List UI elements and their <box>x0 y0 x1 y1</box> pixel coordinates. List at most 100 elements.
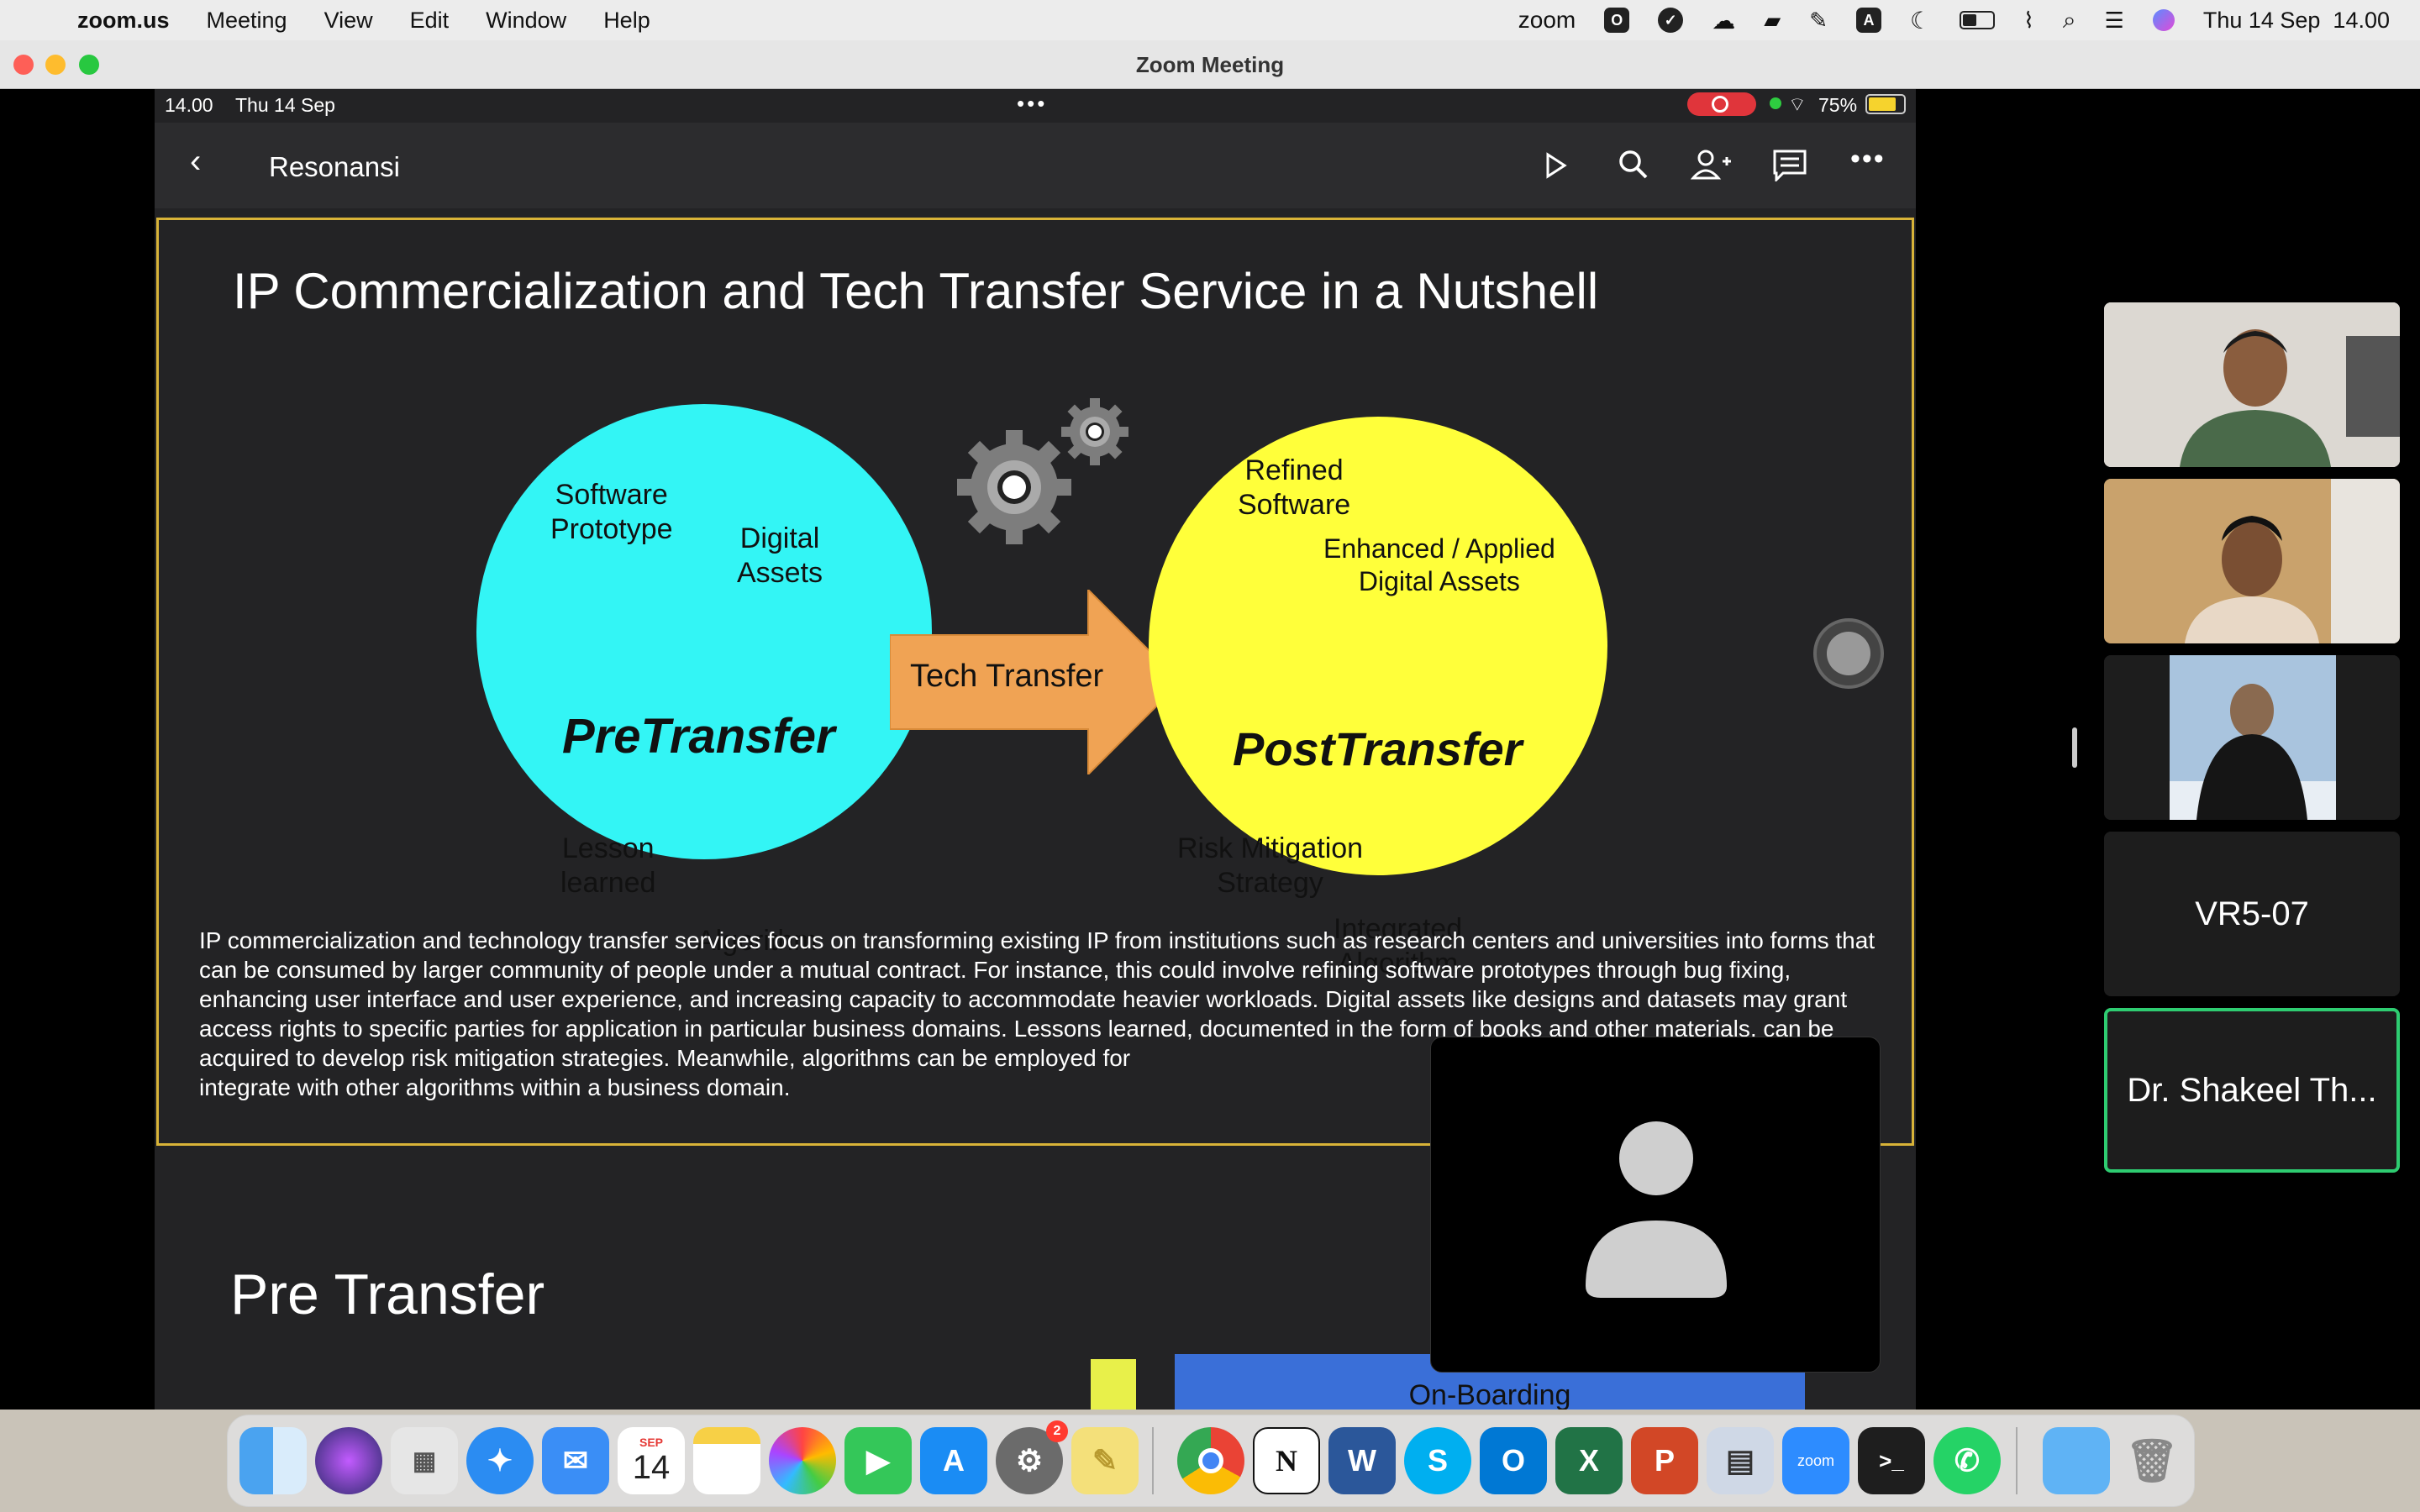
word-icon[interactable]: W <box>1328 1427 1396 1494</box>
participant-tile-vr5[interactable]: VR5-07 <box>2104 832 2400 996</box>
post-item-risk-mitigation: Risk Mitigation Strategy <box>1177 832 1364 900</box>
menu-view[interactable]: View <box>324 7 373 33</box>
self-view-video[interactable] <box>1430 1037 1881 1373</box>
participant-photo <box>2104 655 2400 820</box>
powerpoint-icon[interactable]: P <box>1631 1427 1698 1494</box>
pre-item-algorithm: Algorithm <box>697 925 818 957</box>
slide-description: IP commercialization and technology tran… <box>199 927 1876 1100</box>
excel-icon[interactable]: X <box>1555 1427 1623 1494</box>
pretransfer-label: PreTransfer <box>562 709 835 764</box>
window-title: Zoom Meeting <box>1135 52 1285 77</box>
posttransfer-label: PostTransfer <box>1233 722 1523 775</box>
trash-icon[interactable]: 🗑 <box>2125 1436 2179 1484</box>
ipad-status-bar: 14.00 Thu 14 Sep ••• ⌔ 75% <box>155 89 1916 123</box>
control-center-icon[interactable]: ☰ <box>2104 7 2124 33</box>
participant-photo <box>2104 479 2400 643</box>
calendar-icon[interactable]: SEP 14 <box>618 1427 685 1494</box>
slide-title: IP Commercialization and Tech Transfer S… <box>233 263 1599 319</box>
mail-icon[interactable]: ✉ <box>542 1427 609 1494</box>
comment-icon[interactable] <box>1771 148 1808 181</box>
screen-recording-icon <box>1687 92 1756 116</box>
ipad-battery-icon <box>1865 94 1906 114</box>
system-settings-icon[interactable]: ⚙ 2 <box>996 1420 1068 1494</box>
dock-divider <box>1152 1427 1154 1494</box>
zoom-app-icon[interactable]: zoom <box>1782 1427 1849 1494</box>
finder-icon[interactable] <box>239 1427 307 1494</box>
input-source-icon[interactable]: A <box>1856 8 1882 33</box>
assistive-touch-button[interactable] <box>1813 618 1884 689</box>
doc-toolbar: ‹ Resonansi ••• <box>155 123 1916 208</box>
participant-video-1[interactable] <box>2104 302 2400 467</box>
pre-item-digital-assets: Digital Assets <box>737 522 823 590</box>
outlook-status-icon[interactable]: O <box>1604 8 1630 33</box>
add-person-icon[interactable] <box>1691 148 1733 181</box>
pretransfer-circle <box>476 404 932 859</box>
post-item-refined-software: Refined Software <box>1238 454 1351 522</box>
siri-app-icon[interactable] <box>315 1427 382 1494</box>
slide-page: IP Commercialization and Tech Transfer S… <box>156 218 1914 1146</box>
zoom-window: Zoom Meeting 14.00 Thu 14 Sep ••• ⌔ 75% … <box>0 40 2420 1410</box>
safari-icon[interactable]: ✦ <box>466 1427 534 1494</box>
terminal-icon[interactable]: >_ <box>1858 1427 1925 1494</box>
present-play-icon[interactable] <box>1543 151 1568 180</box>
menu-bar: zoom.us Meeting View Edit Window Help zo… <box>0 0 2420 40</box>
menubar-clock[interactable]: Thu 14 Sep 14.00 <box>2202 7 2390 33</box>
close-window-button[interactable] <box>13 55 34 75</box>
notification-icon[interactable]: ▰ <box>1764 7 1781 33</box>
pre-item-software-prototype: Software Prototype <box>550 479 673 546</box>
more-options-icon[interactable]: ••• <box>1850 143 1886 175</box>
photos-icon[interactable] <box>769 1427 836 1494</box>
app-menu[interactable]: zoom.us <box>77 7 170 33</box>
search-icon[interactable]: ⌕ <box>2062 6 2076 33</box>
ipad-date: Thu 14 Sep <box>235 94 335 116</box>
menu-help[interactable]: Help <box>603 7 650 33</box>
menu-window[interactable]: Window <box>486 7 567 33</box>
notes-icon[interactable] <box>693 1427 760 1494</box>
gears-icon <box>957 398 1128 544</box>
checkmark-status-icon[interactable]: ✓ <box>1658 8 1684 33</box>
camera-indicator-icon <box>1770 97 1781 109</box>
zoom-status-item[interactable]: zoom <box>1518 7 1576 33</box>
launchpad-icon[interactable]: ▦ <box>391 1427 458 1494</box>
siri-icon[interactable] <box>2152 9 2175 31</box>
folder-icon[interactable] <box>2043 1427 2110 1494</box>
gallery-scrollbar[interactable] <box>2072 727 2077 768</box>
participant-tile-active-speaker[interactable]: Dr. Shakeel Th... <box>2104 1008 2400 1173</box>
notion-icon[interactable]: N <box>1253 1427 1320 1494</box>
calendar-month: SEP <box>639 1435 663 1449</box>
skype-icon[interactable]: S <box>1404 1427 1471 1494</box>
ipad-time: 14.00 <box>165 94 213 116</box>
focus-moon-icon[interactable]: ☾ <box>1910 7 1932 34</box>
whatsapp-icon[interactable]: ✆ <box>1933 1427 2001 1494</box>
minimize-window-button[interactable] <box>45 55 66 75</box>
dock: ▦ ✦ ✉ SEP 14 ▶ A ⚙ 2 ✎ N W S O X P ▤ zoo… <box>227 1415 2195 1507</box>
wifi-icon: ⌔ <box>1788 93 1807 115</box>
search-icon[interactable] <box>1617 148 1650 181</box>
participant-video-3[interactable] <box>2104 655 2400 820</box>
preview-icon[interactable]: ▤ <box>1707 1427 1774 1494</box>
outlook-icon[interactable]: O <box>1480 1427 1547 1494</box>
avatar-placeholder-icon <box>1586 1121 1727 1298</box>
facetime-icon[interactable]: ▶ <box>844 1427 912 1494</box>
window-titlebar: Zoom Meeting <box>0 40 2420 89</box>
chrome-icon[interactable] <box>1177 1427 1244 1494</box>
participant-video-2[interactable] <box>2104 479 2400 643</box>
zoom-window-button[interactable] <box>79 55 99 75</box>
menu-edit[interactable]: Edit <box>409 7 450 33</box>
pen-icon[interactable]: ✎ <box>1809 7 1828 33</box>
stickies-icon[interactable]: ✎ <box>1071 1427 1139 1494</box>
multitask-dots-icon[interactable]: ••• <box>1017 91 1048 116</box>
posttransfer-circle <box>1149 417 1607 875</box>
slide2-yellow-block <box>1091 1359 1136 1410</box>
back-chevron-icon[interactable]: ‹ <box>190 143 202 180</box>
dock-divider <box>2016 1427 2018 1494</box>
slide2-title: Pre Transfer <box>230 1263 545 1326</box>
document-title: Resonansi <box>269 151 400 182</box>
participant-name: Dr. Shakeel Th... <box>2127 1071 2377 1109</box>
calendar-day: 14 <box>632 1448 671 1486</box>
battery-icon[interactable] <box>1960 11 1996 29</box>
wifi-off-icon[interactable]: ⌇ <box>2023 7 2034 33</box>
menu-meeting[interactable]: Meeting <box>206 7 287 33</box>
cloud-icon[interactable]: ☁ <box>1712 7 1736 34</box>
app-store-icon[interactable]: A <box>920 1427 987 1494</box>
